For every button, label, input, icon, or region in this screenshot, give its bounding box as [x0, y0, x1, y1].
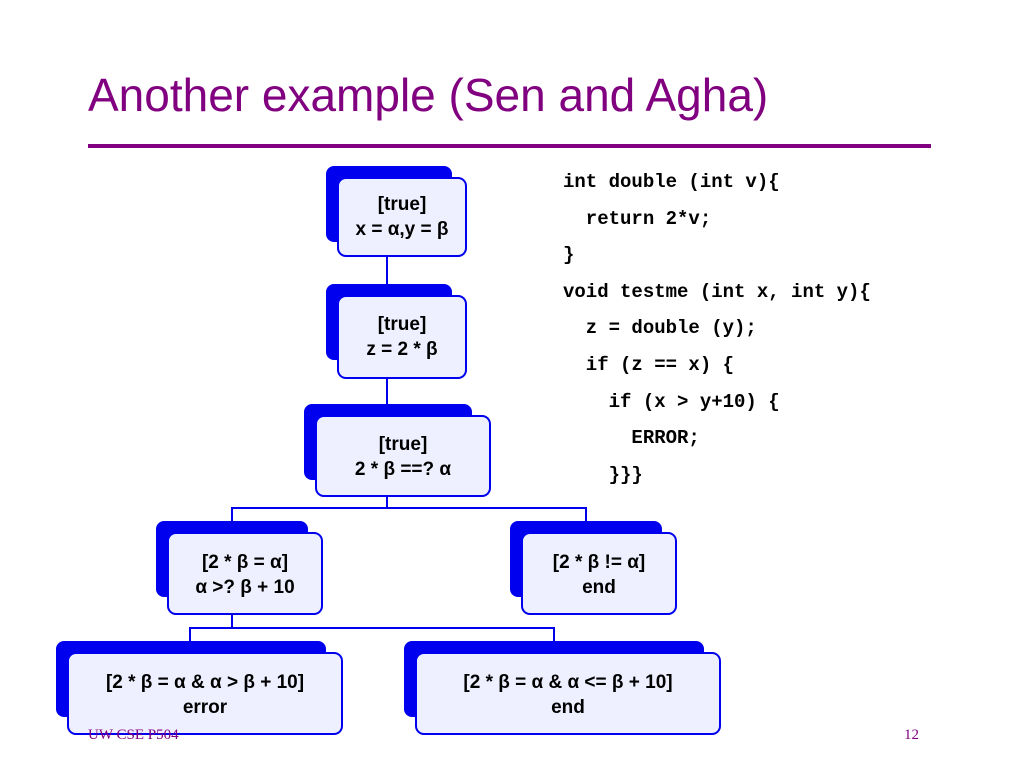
edge-n3-children [231, 507, 587, 521]
title-underline [88, 144, 931, 148]
node-box [337, 177, 467, 257]
node-box [67, 652, 343, 735]
tree-node: [true] z = 2 * β [326, 284, 467, 379]
footer-course: UW CSE P504 [88, 727, 179, 743]
node-condition: [true] [378, 194, 427, 215]
node-condition: [2 * β = α] [202, 552, 288, 573]
code-line: ERROR; [563, 427, 700, 450]
code-line: if (z == x) { [563, 353, 735, 376]
code-listing: int double (int v){ return 2*v; } void t… [563, 164, 871, 493]
code-line: }}} [563, 463, 643, 486]
tree-node: [2 * β = α & α > β + 10] error [56, 641, 343, 735]
node-box [415, 652, 721, 735]
code-line: } [563, 244, 575, 267]
slide-title: Another example (Sen and Agha) [88, 69, 769, 121]
tree-node: [2 * β = α & α <= β + 10] end [404, 641, 721, 735]
node-result: end [582, 577, 616, 598]
tree-node: [true] x = α,y = β [326, 166, 467, 257]
node-result: error [183, 697, 228, 718]
node-condition: [true] [378, 314, 427, 335]
node-box [521, 532, 677, 615]
code-line: int double (int v){ [563, 171, 780, 193]
node-condition: [2 * β = α & α <= β + 10] [463, 672, 672, 693]
tree-node: [2 * β != α] end [510, 521, 677, 615]
node-condition: [2 * β = α & α > β + 10] [106, 672, 304, 693]
node-condition: [2 * β != α] [553, 552, 645, 573]
tree-connectors [189, 254, 587, 641]
code-line: if (x > y+10) { [563, 390, 780, 413]
code-line: return 2*v; [563, 207, 712, 230]
node-box [337, 295, 467, 379]
node-condition: [true] [379, 434, 428, 455]
node-result: z = 2 * β [366, 339, 437, 360]
node-box [167, 532, 323, 615]
tree-node: [2 * β = α] α >? β + 10 [156, 521, 323, 615]
tree-node: [true] 2 * β ==? α [304, 404, 491, 497]
node-result: x = α,y = β [356, 219, 449, 240]
edge-n4-children [189, 627, 555, 641]
node-result: α >? β + 10 [195, 577, 294, 598]
slide-number: 12 [904, 727, 919, 743]
node-result: 2 * β ==? α [355, 459, 451, 480]
code-line: void testme (int x, int y){ [563, 280, 871, 303]
code-line: z = double (y); [563, 317, 757, 340]
node-box [315, 415, 491, 497]
node-result: end [551, 697, 585, 718]
